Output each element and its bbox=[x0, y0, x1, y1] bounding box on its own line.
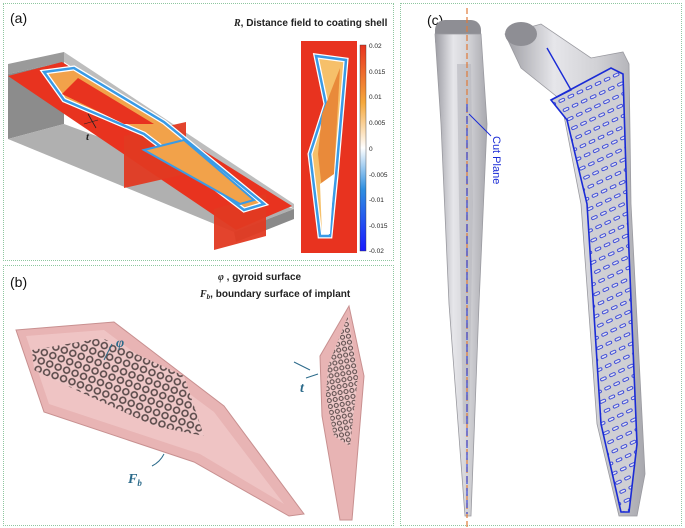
panel-a: (a) R, Distance field to coating shell bbox=[3, 3, 394, 261]
t-callout: t bbox=[293, 361, 319, 396]
svg-text:-0.005: -0.005 bbox=[369, 172, 388, 179]
fb-legend: Fb, boundary surface of implant bbox=[199, 289, 351, 301]
svg-text:-0.02: -0.02 bbox=[369, 248, 384, 255]
svg-text:-0.015: -0.015 bbox=[369, 223, 388, 230]
panel-a-title: R, Distance field to coating shell bbox=[233, 18, 388, 29]
panel-b-label: (b) bbox=[10, 274, 28, 290]
implant-large bbox=[15, 321, 305, 517]
thickness-label: t bbox=[86, 131, 90, 143]
cut-plane-label: Cut Plane bbox=[490, 136, 502, 184]
fb-callout: Fb bbox=[127, 453, 165, 488]
svg-text:0.005: 0.005 bbox=[369, 120, 386, 127]
panel-b-figure: φ , gyroid surface Fb, boundary surface … bbox=[15, 272, 365, 521]
panel-c: (c) Cut Plane bbox=[400, 3, 682, 527]
svg-text:Fb: Fb bbox=[127, 472, 142, 488]
svg-text:0.015: 0.015 bbox=[369, 69, 386, 76]
svg-text:t: t bbox=[300, 381, 305, 396]
svg-text:0.01: 0.01 bbox=[369, 94, 382, 101]
phi-callout: φ bbox=[103, 336, 124, 361]
distance-field-slab: t bbox=[8, 52, 294, 250]
panel-b: (b) φ , gyroid surface Fb, boundary surf… bbox=[3, 265, 394, 526]
svg-text:φ: φ bbox=[116, 336, 124, 351]
cross-section-inset bbox=[301, 41, 357, 253]
panel-c-figure: Cut Plane bbox=[434, 8, 646, 527]
svg-text:-0.01: -0.01 bbox=[369, 197, 384, 204]
svg-text:0: 0 bbox=[369, 146, 373, 153]
panel-a-label: (a) bbox=[10, 10, 28, 26]
phi-legend: φ , gyroid surface bbox=[218, 272, 302, 283]
colorbar: 0.02 0.015 0.01 0.005 0 -0.005 -0.01 -0.… bbox=[359, 43, 388, 255]
stem-cut-view bbox=[504, 22, 646, 517]
svg-text:0.02: 0.02 bbox=[369, 43, 382, 50]
stem-side-view bbox=[434, 8, 488, 527]
cut-plane-callout: Cut Plane bbox=[468, 113, 502, 184]
implant-small bbox=[319, 304, 365, 521]
panel-a-figure: R, Distance field to coating shell bbox=[8, 18, 388, 255]
